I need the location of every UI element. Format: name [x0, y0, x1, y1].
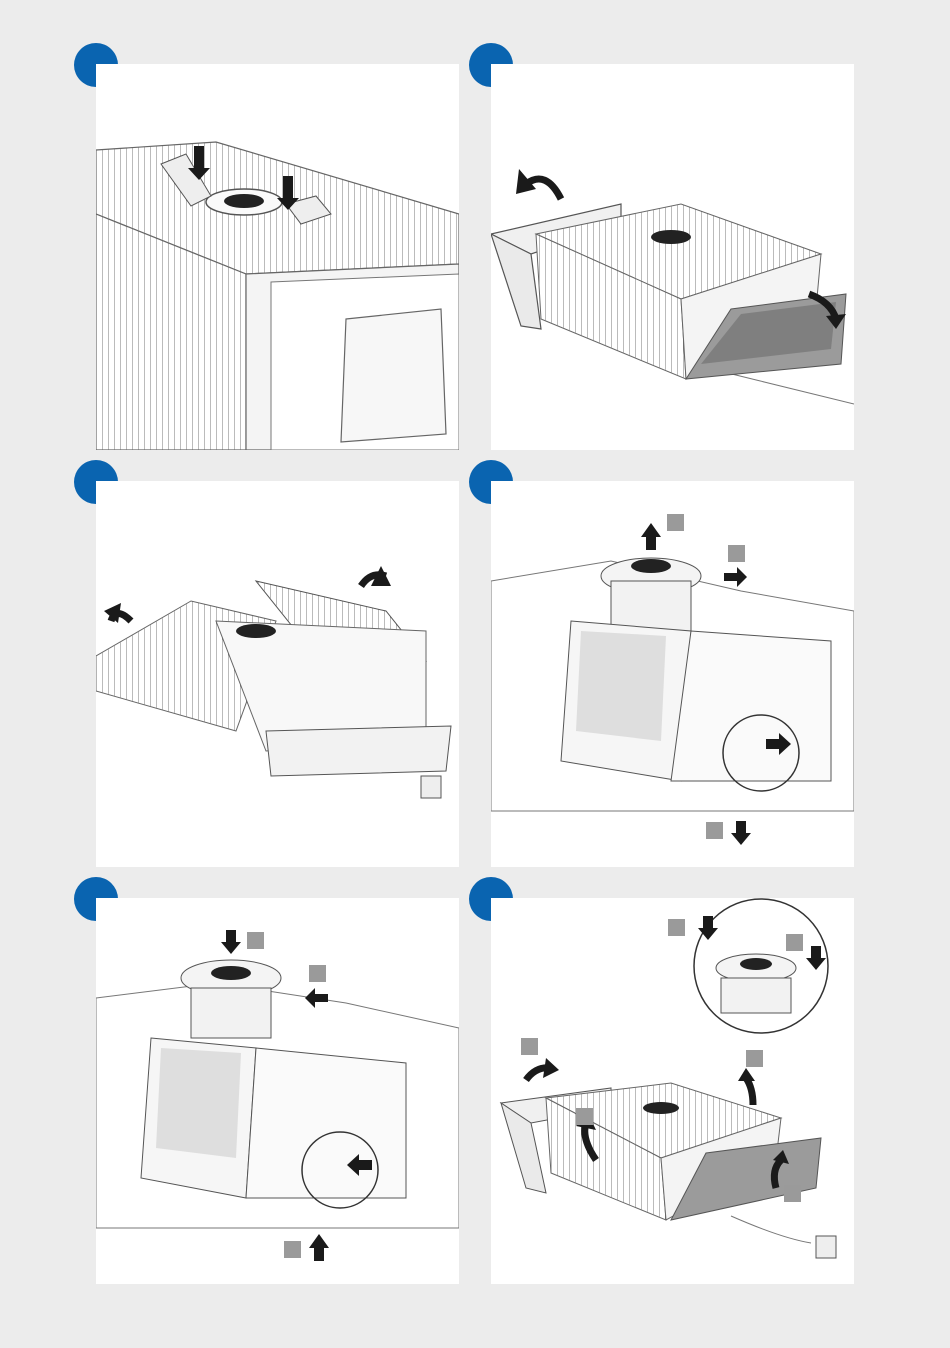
step-5-illustration: [96, 898, 459, 1284]
step-6-illustration: [491, 898, 854, 1284]
step-1-illustration: [96, 64, 459, 450]
step-2-illustration: [491, 64, 854, 450]
step-3-illustration: [96, 481, 459, 867]
step-4-illustration: [491, 481, 854, 867]
